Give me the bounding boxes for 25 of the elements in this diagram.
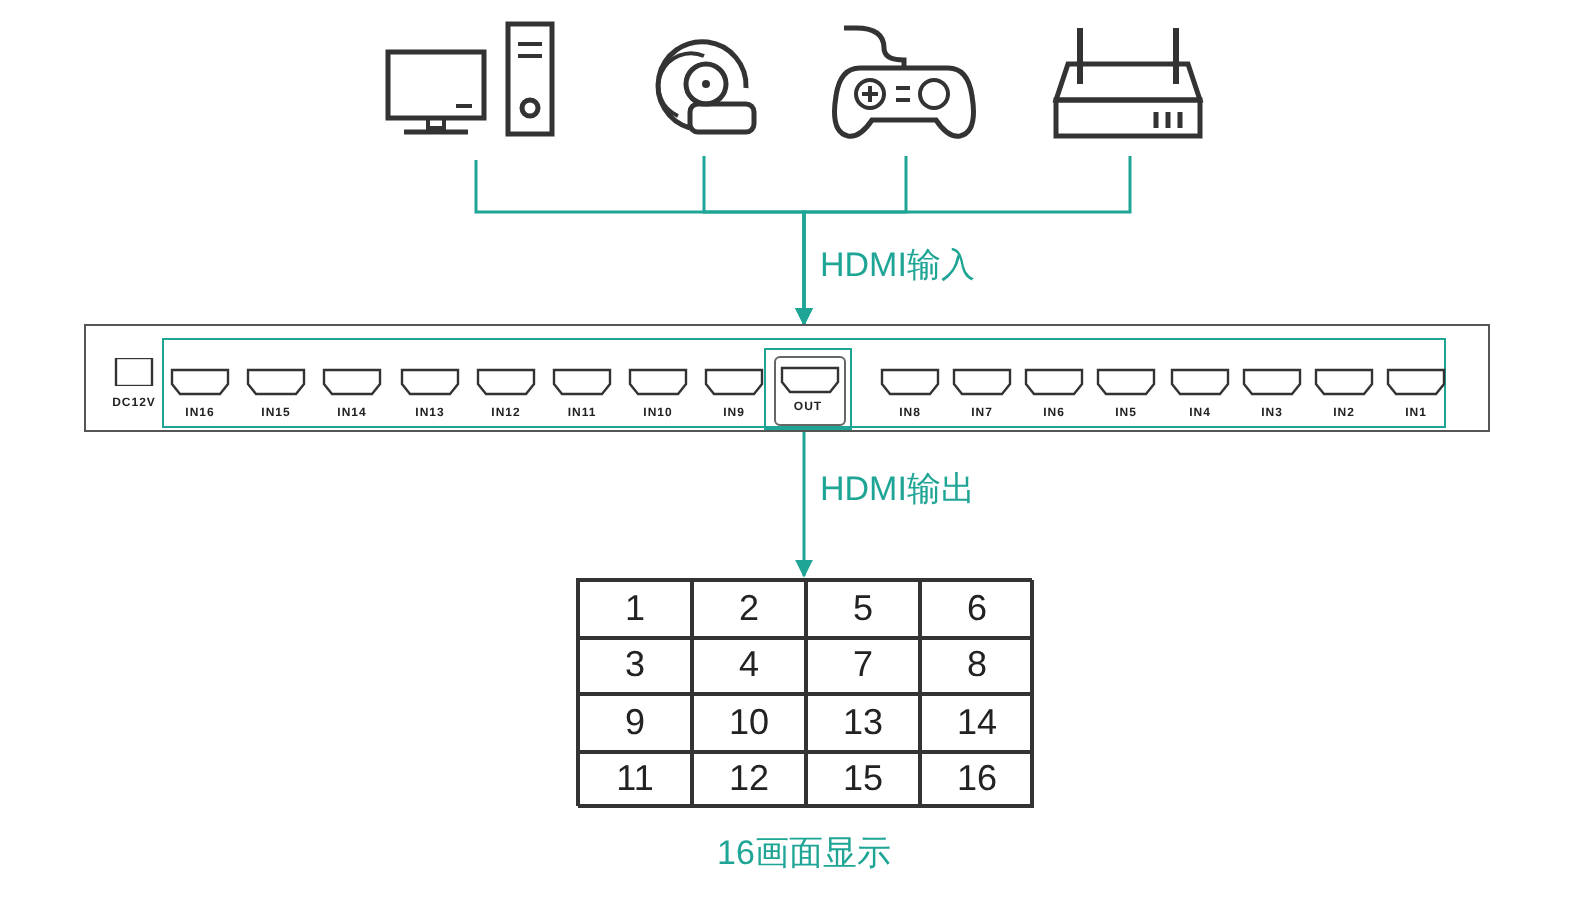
grid-cell: 8 — [920, 637, 1034, 694]
grid-cell: 14 — [920, 694, 1034, 751]
router-icon — [1052, 24, 1204, 140]
grid-cell: 10 — [692, 694, 806, 751]
connector-line — [795, 156, 1132, 326]
node-label: 16画面显示 — [717, 832, 891, 876]
grid-cell: 1 — [578, 580, 692, 637]
gamepad-icon — [832, 24, 976, 140]
grid-cell: 11 — [578, 751, 692, 808]
grid-cell: 15 — [806, 751, 920, 808]
display-grid — [576, 578, 1032, 806]
grid-cell: 13 — [806, 694, 920, 751]
connector-line — [795, 432, 813, 578]
grid-cell: 6 — [920, 580, 1034, 637]
grid-cell: 3 — [578, 637, 692, 694]
grid-cell: 5 — [806, 580, 920, 637]
grid-cell: 9 — [578, 694, 692, 751]
input-frame — [162, 338, 1446, 428]
edge-label: HDMI输入 — [820, 242, 975, 288]
grid-cell: 16 — [920, 751, 1034, 808]
device-panel — [84, 324, 1490, 432]
grid-cell: 4 — [692, 637, 806, 694]
grid-cell: 7 — [806, 637, 920, 694]
grid-cell: 2 — [692, 580, 806, 637]
grid-cell: 12 — [692, 751, 806, 808]
